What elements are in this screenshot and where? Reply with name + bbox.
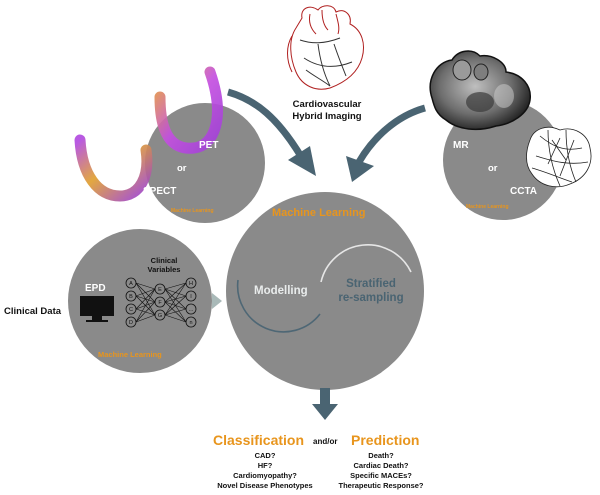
mr-or-label: or	[488, 163, 498, 174]
pet-label: PET	[199, 140, 219, 151]
cardiac-mri-icon	[429, 50, 531, 131]
ccta-sketch-icon	[526, 126, 592, 188]
classification-list: CAD? HF? Cardiomyopathy? Novel Disease P…	[200, 451, 330, 491]
clinical-ml-label: Machine Learning	[98, 350, 162, 359]
nn-node	[185, 277, 197, 289]
nn-node-label: E	[158, 287, 162, 293]
nn-connection	[135, 282, 156, 290]
nn-node-label: ...	[189, 307, 194, 313]
clinical-to-main-arrow	[212, 293, 222, 309]
nn-node-label: B	[129, 294, 133, 300]
classification-item: Cardiomyopathy?	[233, 471, 297, 480]
prediction-list: Death? Cardiac Death? Specific MACEs? Th…	[326, 451, 436, 491]
imaging-label-line1: Cardiovascular	[292, 99, 362, 110]
prediction-item: Cardiac Death?	[353, 461, 409, 470]
down-arrow-shaft	[320, 388, 330, 406]
nn-node	[185, 290, 197, 302]
main-ml-title: Machine Learning	[272, 207, 366, 219]
nn-connection	[135, 301, 156, 323]
nn-connection	[164, 308, 187, 316]
pet-or-label: or	[177, 163, 187, 174]
nn-node-label: H	[189, 281, 193, 287]
classification-item: HF?	[257, 461, 273, 470]
nn-node-label: n	[189, 320, 192, 326]
clinical-variables-line2: Variables	[147, 265, 181, 274]
nn-node	[154, 309, 166, 321]
classification-title: Classification	[213, 432, 305, 448]
heart-sketch-icon	[287, 5, 364, 90]
nn-connection	[164, 282, 187, 303]
stratified-resampling-label: Stratified re-sampling	[326, 277, 416, 305]
nn-connection	[164, 282, 187, 290]
clinical-variables-line1: Clinical	[150, 256, 178, 265]
arrowhead-left	[288, 146, 316, 176]
nn-node	[125, 290, 137, 302]
nn-connection	[164, 282, 187, 316]
nn-node-label: G	[158, 313, 162, 319]
andor-label: and/or	[313, 437, 338, 446]
pet-ml-label: Machine Learning	[171, 208, 214, 214]
classification-item: CAD?	[254, 451, 276, 460]
nn-connection	[135, 288, 156, 310]
nn-node	[185, 303, 197, 315]
classification-item: Novel Disease Phenotypes	[217, 481, 313, 490]
mr-label: MR	[453, 140, 469, 151]
myocardial-perfusion-icon	[74, 66, 223, 202]
arrow-to-main-left	[226, 88, 306, 160]
modelling-label: Modelling	[254, 285, 308, 297]
resampling-arc	[320, 244, 412, 283]
nn-connection	[135, 314, 156, 323]
prediction-item: Death?	[368, 451, 394, 460]
pet-spect-circle	[145, 103, 265, 223]
prediction-item: Specific MACEs?	[350, 471, 412, 480]
imaging-label-line2: Hybrid Imaging	[292, 111, 362, 122]
nn-node-label: I	[190, 294, 192, 300]
nn-node	[125, 303, 137, 315]
nn-node-label: C	[129, 307, 133, 313]
modelling-arc	[236, 279, 321, 333]
arrow-to-main-right	[355, 104, 427, 164]
nn-node-label: A	[129, 281, 133, 287]
nn-connection	[135, 288, 156, 297]
nn-connection	[135, 288, 156, 323]
nn-node-label: F	[158, 300, 162, 306]
ccta-label: CCTA	[510, 186, 538, 197]
clinical-data-circle	[68, 229, 212, 373]
stratified-line1: Stratified	[346, 278, 396, 290]
spect-label: SPECT	[143, 186, 177, 197]
nn-node	[154, 296, 166, 308]
nn-connection	[164, 295, 187, 316]
nn-connection	[164, 314, 187, 323]
imaging-label: Cardiovascular Hybrid Imaging	[272, 99, 382, 123]
epd-label: EPD	[85, 283, 106, 294]
mr-ml-label: Machine Learning	[466, 204, 509, 210]
clinical-variables-label: Clinical Variables	[138, 256, 190, 274]
nn-node	[154, 283, 166, 295]
monitor-icon	[80, 296, 114, 322]
nn-node-label: D	[129, 320, 133, 326]
nn-node	[185, 316, 197, 328]
arrowhead-right	[346, 156, 374, 182]
down-arrow-head	[312, 404, 338, 420]
prediction-title: Prediction	[351, 432, 420, 448]
main-ml-circle	[226, 192, 424, 390]
prediction-item: Therapeutic Response?	[338, 481, 424, 490]
clinical-data-label: Clinical Data	[4, 306, 62, 317]
stratified-line2: re-sampling	[338, 292, 404, 304]
nn-node	[125, 316, 137, 328]
neural-network: A B C D E F G H I... n	[125, 277, 197, 328]
nn-node	[125, 277, 137, 289]
